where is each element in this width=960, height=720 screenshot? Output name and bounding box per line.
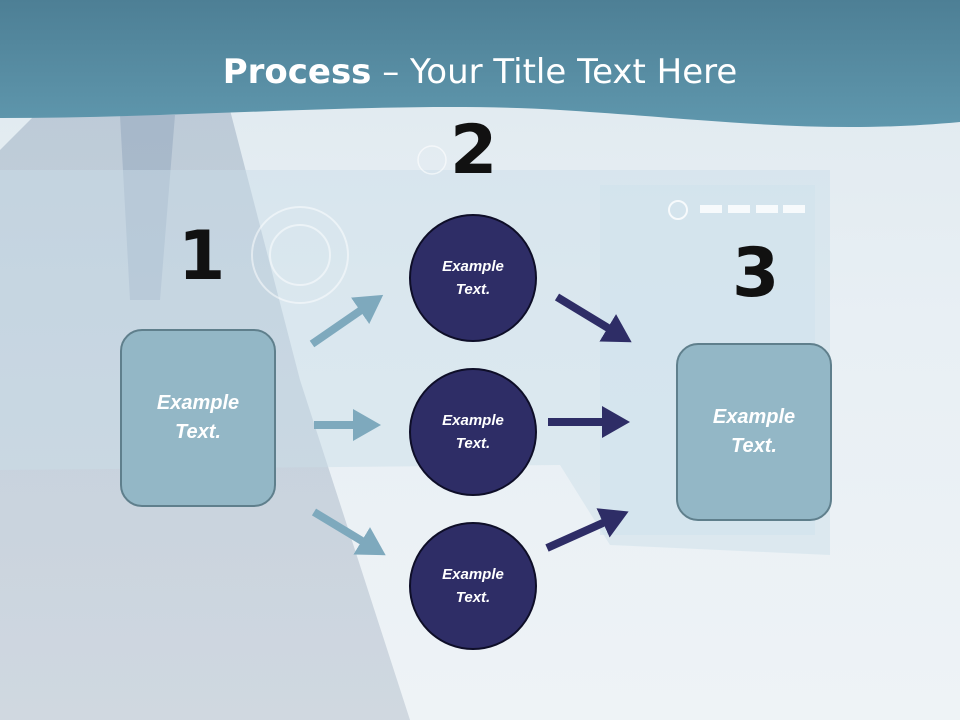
step-number-3: 3 xyxy=(732,234,780,313)
circle-middle-label: Example Text. xyxy=(442,412,504,452)
arrow-to-bottom-circle xyxy=(311,508,386,556)
step-3-box-label: Example Text. xyxy=(712,406,796,457)
title-bold: Process xyxy=(222,52,372,92)
slide-title: Process – Your Title Text Here xyxy=(0,52,960,92)
title-rest: – Your Title Text Here xyxy=(371,52,738,92)
arrow-from-bottom-circle xyxy=(545,508,629,552)
circle-bottom-label: Example Text. xyxy=(442,566,504,606)
step-number-1: 1 xyxy=(178,217,226,296)
step-2-circle-bottom: Example Text. xyxy=(409,522,537,650)
step-3-box: Example Text. xyxy=(676,343,832,521)
arrow-from-top-circle xyxy=(554,293,632,343)
step-2-circle-top: Example Text. xyxy=(409,214,537,342)
step-number-2: 2 xyxy=(450,111,498,190)
arrow-to-top-circle xyxy=(309,294,384,348)
step-1-box-label: Example Text. xyxy=(156,392,240,443)
circle-top-label: Example Text. xyxy=(442,258,504,298)
step-2-circle-middle: Example Text. xyxy=(409,368,537,496)
step-1-box: Example Text. xyxy=(120,329,276,507)
